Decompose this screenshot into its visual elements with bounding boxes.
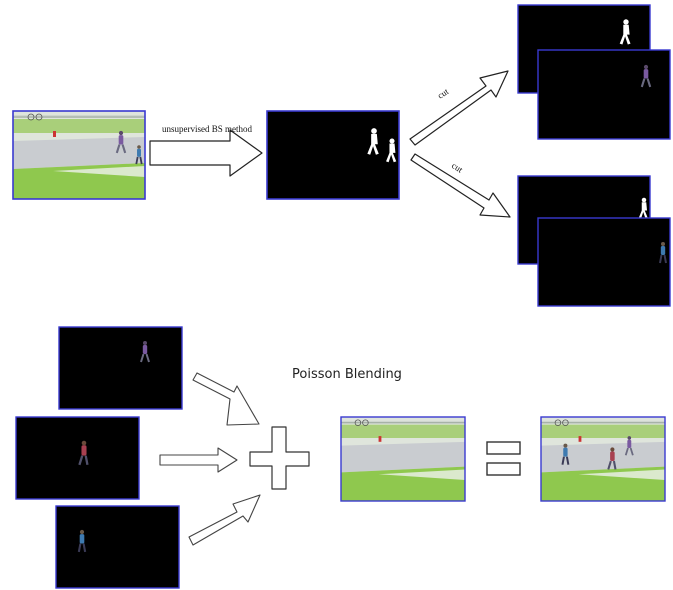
- background-frame: [340, 416, 466, 502]
- cutout-mask-2: [15, 416, 140, 500]
- foreground-mask: [266, 110, 400, 200]
- cut-label-lower: cut: [450, 160, 465, 175]
- cutout-mask-3: [55, 505, 180, 589]
- mask-stack-upper: [517, 4, 671, 140]
- cut-arrow-upper: [409, 70, 509, 146]
- bs-method-label: unsupervised BS method: [162, 124, 252, 134]
- equals-shape-icon: [486, 441, 521, 476]
- bs-arrow: [149, 129, 263, 177]
- input-frame: [12, 110, 146, 200]
- plus-shape-icon: [249, 426, 310, 490]
- cut-arrow-lower: [410, 153, 511, 218]
- result-frame: [540, 416, 666, 502]
- mask-stack-lower: [517, 175, 671, 307]
- cutout-mask-1: [58, 326, 183, 410]
- cut-label-upper: cut: [436, 86, 451, 101]
- poisson-blending-label: Poisson Blending: [292, 367, 402, 382]
- merge-arrows: [159, 372, 261, 546]
